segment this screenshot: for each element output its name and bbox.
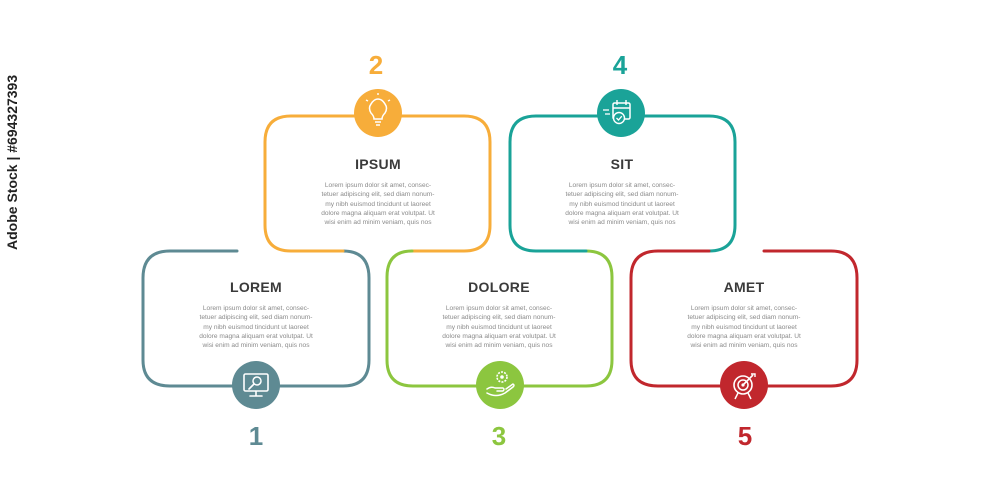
description-line: my nibh euismod tincidunt ut laoreet xyxy=(446,323,552,331)
step-2-content: IPSUM Lorem ipsum dolor sit amet, consec… xyxy=(275,156,481,227)
description-line: my nibh euismod tincidunt ut laoreet xyxy=(325,200,431,208)
step-description: Lorem ipsum dolor sit amet, consec- tetu… xyxy=(641,304,847,350)
description-line: Lorem ipsum dolor sit amet, consec- xyxy=(324,182,432,189)
step-number-1: 1 xyxy=(248,421,264,451)
description-line: dolore magna aliquam erat volutpat. Ut xyxy=(442,332,556,340)
step-5-content: AMET Lorem ipsum dolor sit amet, consec-… xyxy=(641,279,847,350)
step-number-3: 3 xyxy=(491,421,507,451)
frame-sit xyxy=(508,114,737,253)
description-line: Lorem ipsum dolor sit amet, consec- xyxy=(445,305,553,312)
description-line: tetuer adipiscing elit, sed diam nonum- xyxy=(565,191,679,199)
description-line: wisi enim ad minim veniam, quis nos xyxy=(202,342,310,350)
description-line: tetuer adipiscing elit, sed diam nonum- xyxy=(321,191,435,199)
description-line: dolore magna aliquam erat volutpat. Ut xyxy=(321,209,435,217)
description-line: my nibh euismod tincidunt ut laoreet xyxy=(203,323,309,331)
frame-lorem xyxy=(141,249,371,388)
step-3-content: DOLORE Lorem ipsum dolor sit amet, conse… xyxy=(396,279,602,350)
hand-gear-icon xyxy=(476,361,524,409)
step-title: IPSUM xyxy=(355,156,401,172)
step-1-content: LOREM Lorem ipsum dolor sit amet, consec… xyxy=(153,279,359,350)
step-4-content: SIT Lorem ipsum dolor sit amet, consec- … xyxy=(519,156,725,227)
step-number-5: 5 xyxy=(737,421,753,451)
description-line: dolore magna aliquam erat volutpat. Ut xyxy=(687,332,801,340)
description-line: Lorem ipsum dolor sit amet, consec- xyxy=(568,182,676,189)
step-number-2: 2 xyxy=(368,50,384,80)
stock-watermark: Adobe Stock | #694327393 xyxy=(4,74,20,250)
description-line: my nibh euismod tincidunt ut laoreet xyxy=(569,200,675,208)
description-line: my nibh euismod tincidunt ut laoreet xyxy=(691,323,797,331)
step-number-4: 4 xyxy=(612,50,628,80)
step-description: Lorem ipsum dolor sit amet, consec- tetu… xyxy=(519,181,725,227)
lightbulb-icon xyxy=(354,89,402,137)
description-line: Lorem ipsum dolor sit amet, consec- xyxy=(202,305,310,312)
target-icon xyxy=(720,361,768,409)
step-description: Lorem ipsum dolor sit amet, consec- tetu… xyxy=(396,304,602,350)
description-line: Lorem ipsum dolor sit amet, consec- xyxy=(690,305,798,312)
step-description: Lorem ipsum dolor sit amet, consec- tetu… xyxy=(275,181,481,227)
description-line: wisi enim ad minim veniam, quis nos xyxy=(568,219,676,227)
step-title: DOLORE xyxy=(468,279,530,295)
description-line: wisi enim ad minim veniam, quis nos xyxy=(690,342,798,350)
description-line: tetuer adipiscing elit, sed diam nonum- xyxy=(687,314,801,322)
fast-calendar-icon xyxy=(597,89,645,137)
description-line: wisi enim ad minim veniam, quis nos xyxy=(324,219,432,227)
step-title: SIT xyxy=(610,156,634,172)
monitor-search-icon xyxy=(232,361,280,409)
description-line: wisi enim ad minim veniam, quis nos xyxy=(445,342,553,350)
description-line: dolore magna aliquam erat volutpat. Ut xyxy=(199,332,313,340)
step-title: LOREM xyxy=(229,279,283,295)
description-line: tetuer adipiscing elit, sed diam nonum- xyxy=(199,314,313,322)
step-title: AMET xyxy=(723,279,765,295)
step-description: Lorem ipsum dolor sit amet, consec- tetu… xyxy=(153,304,359,350)
description-line: dolore magna aliquam erat volutpat. Ut xyxy=(565,209,679,217)
description-line: tetuer adipiscing elit, sed diam nonum- xyxy=(442,314,556,322)
